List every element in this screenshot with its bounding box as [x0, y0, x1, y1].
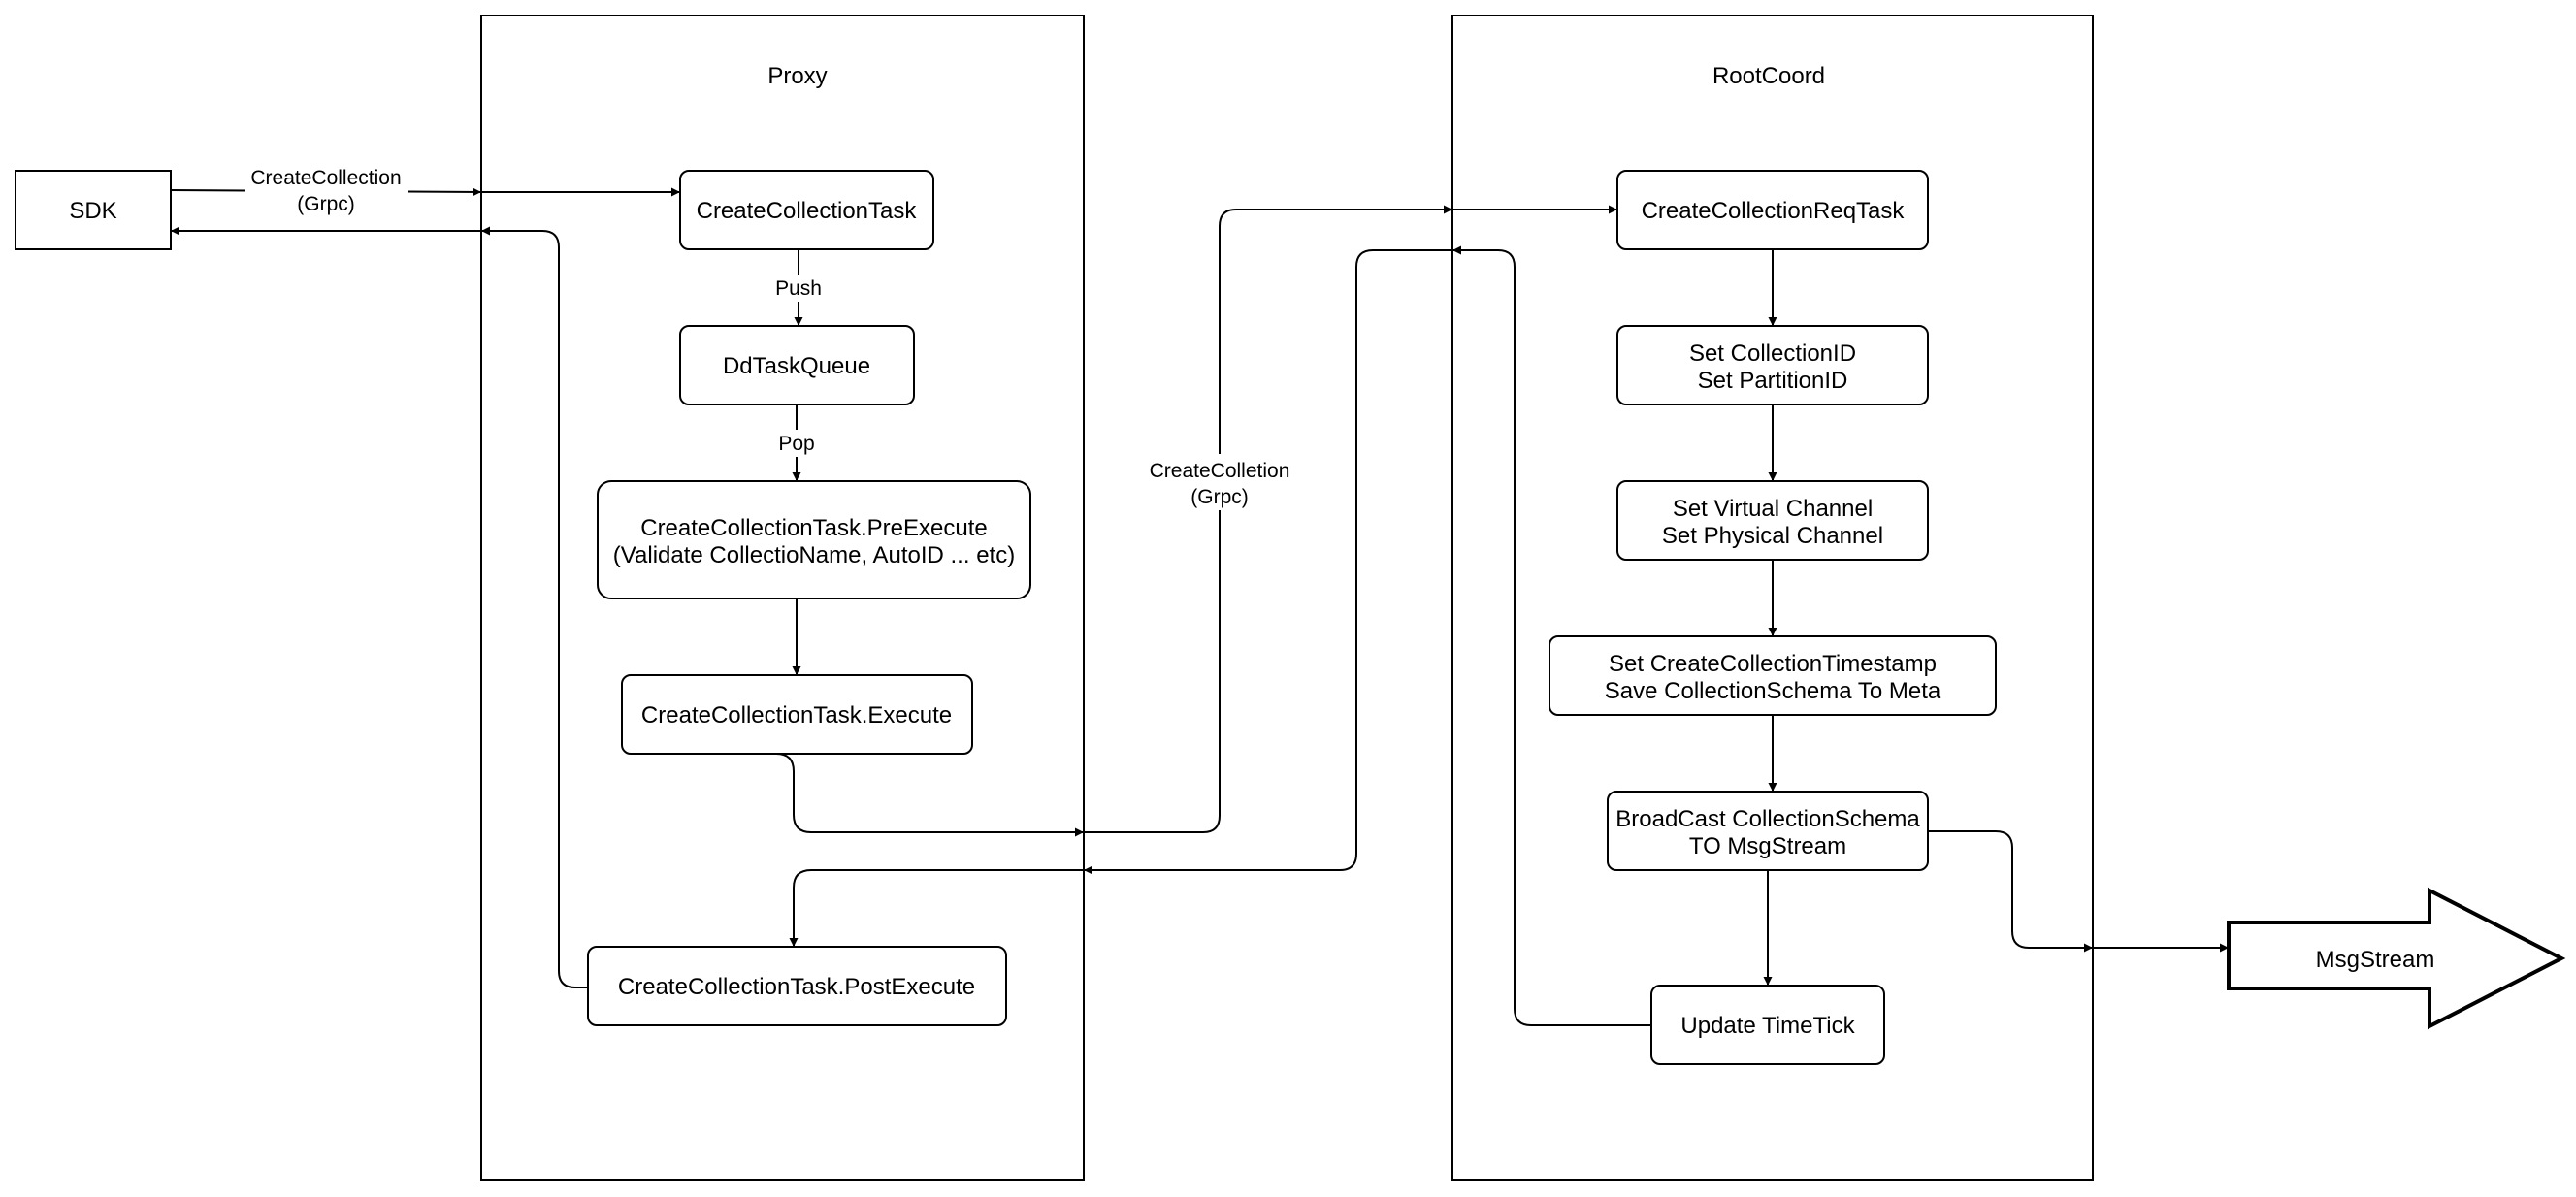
set-channels-node: Set Virtual Channel Set Physical Channel: [1616, 480, 1929, 561]
dd-task-queue-node: DdTaskQueue: [679, 325, 915, 405]
set-channels-label-line1: Set Virtual Channel: [1673, 496, 1873, 522]
pre-execute-label-line1: CreateCollectionTask.PreExecute: [640, 515, 988, 541]
rootcoord-call-label-bg: [1145, 454, 1294, 510]
proxy-title: Proxy: [767, 63, 827, 89]
timestamp-label-line1: Set CreateCollectionTimestamp: [1609, 651, 1937, 677]
edge-grpc-to-rootcoord: [1084, 205, 1452, 833]
execute-node: CreateCollectionTask.Execute: [621, 674, 973, 755]
pop-label-bg: [776, 430, 817, 457]
sdk-call-label-bg: [245, 165, 408, 217]
sdk-label: SDK: [69, 198, 116, 224]
set-channels-label-line2: Set Physical Channel: [1662, 523, 1883, 549]
rootcoord-container: RootCoord: [1451, 15, 2094, 1181]
push-label-bg: [773, 275, 824, 302]
update-timetick-label: Update TimeTick: [1680, 1013, 1855, 1039]
set-ids-node: Set CollectionID Set PartitionID: [1616, 325, 1929, 405]
pre-execute-node: CreateCollectionTask.PreExecute (Validat…: [597, 480, 1031, 599]
edge-update-timetick-return: [1452, 245, 1651, 1026]
post-execute-node: CreateCollectionTask.PostExecute: [587, 946, 1007, 1026]
pop-label: Pop: [778, 433, 814, 455]
sdk-node: SDK: [15, 170, 172, 250]
msgstream-arrow: MsgStream: [2227, 887, 2566, 1030]
execute-label: CreateCollectionTask.Execute: [641, 702, 952, 728]
set-ids-label-line2: Set PartitionID: [1698, 368, 1848, 394]
sdk-call-label-line1: CreateCollection: [250, 167, 401, 189]
create-collection-req-task-node: CreateCollectionReqTask: [1616, 170, 1929, 250]
create-collection-task-label: CreateCollectionTask: [697, 198, 918, 224]
proxy-container: Proxy: [480, 15, 1085, 1181]
edge-broadcast-to-boundary: [1928, 830, 2093, 953]
edge-execute-to-proxy-boundary: [709, 753, 1084, 837]
edge-proxy-to-post-execute: [789, 869, 1084, 947]
pre-execute-label-line2: (Validate CollectioName, AutoID ... etc): [613, 542, 1015, 568]
create-collection-task-node: CreateCollectionTask: [679, 170, 934, 250]
timestamp-label-line2: Save CollectionSchema To Meta: [1605, 678, 1941, 704]
msgstream-label: MsgStream: [2316, 947, 2435, 973]
edge-rootcoord-return-to-proxy: [1084, 249, 1452, 875]
broadcast-label-line2: TO MsgStream: [1689, 833, 1846, 859]
set-ids-label-line1: Set CollectionID: [1689, 340, 1856, 367]
sdk-call-label-line2: (Grpc): [297, 193, 355, 215]
dd-task-queue-label: DdTaskQueue: [723, 353, 870, 379]
rootcoord-call-label-line2: (Grpc): [1190, 486, 1249, 508]
broadcast-node: BroadCast CollectionSchema TO MsgStream: [1607, 791, 1929, 871]
push-label: Push: [775, 277, 822, 300]
create-collection-req-task-label: CreateCollectionReqTask: [1642, 198, 1906, 224]
edge-post-execute-return: [481, 226, 588, 988]
update-timetick-node: Update TimeTick: [1650, 985, 1885, 1065]
post-execute-label: CreateCollectionTask.PostExecute: [618, 974, 975, 1000]
timestamp-node: Set CreateCollectionTimestamp Save Colle…: [1549, 635, 1997, 716]
rootcoord-title: RootCoord: [1712, 63, 1825, 89]
rootcoord-call-label-line1: CreateColletion: [1150, 460, 1290, 482]
broadcast-label-line1: BroadCast CollectionSchema: [1615, 806, 1920, 832]
